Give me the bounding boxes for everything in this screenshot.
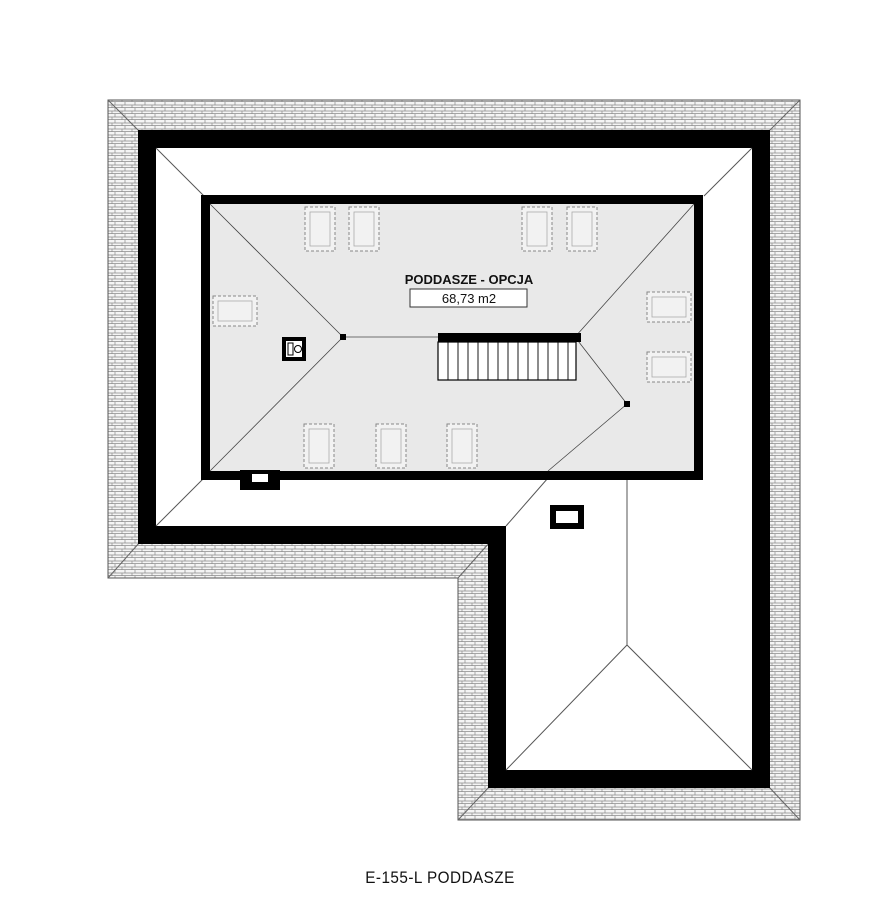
roof-window-icon bbox=[308, 428, 473, 464]
room-name-label: PODDASZE - OPCJA bbox=[405, 272, 534, 287]
roof-window-icon bbox=[217, 296, 687, 378]
ridge-node bbox=[624, 401, 630, 407]
vent-opening bbox=[240, 470, 280, 490]
eave-corner-lines bbox=[107, 99, 801, 821]
ridge-node bbox=[340, 334, 346, 340]
roof-window-icon bbox=[309, 211, 593, 247]
room-area-label: 68,73 m2 bbox=[442, 291, 496, 306]
plan-caption: E-155-L PODDASZE bbox=[365, 868, 515, 887]
chimney-icon bbox=[282, 337, 306, 361]
staircase-icon bbox=[437, 333, 581, 381]
roof-window-icon bbox=[303, 423, 478, 469]
room-area-box bbox=[409, 288, 528, 308]
skylight-hatch-icon bbox=[550, 505, 584, 529]
